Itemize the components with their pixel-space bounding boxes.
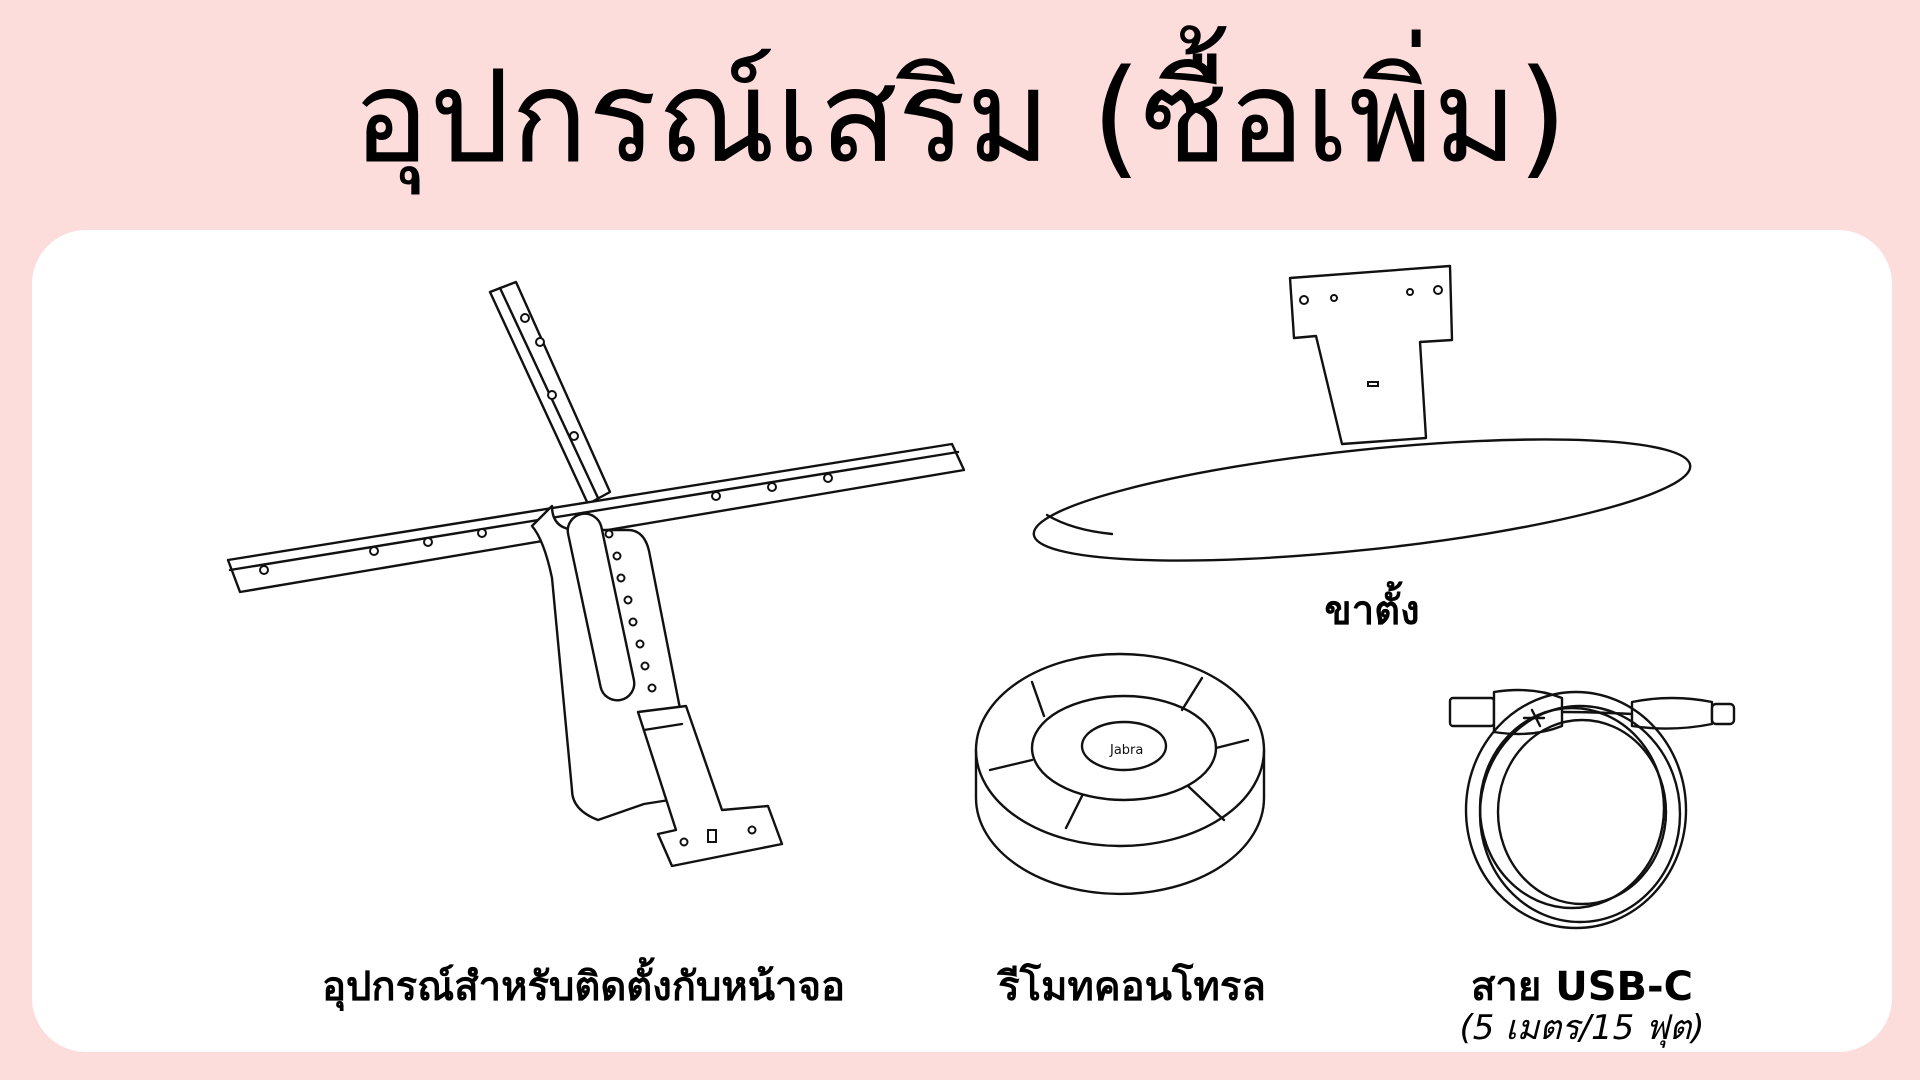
monitor-mount-label: อุปกรณ์สำหรับติดตั้งกับหน้าจอ	[322, 964, 846, 1010]
table-stand-illustration	[1032, 264, 1692, 562]
remote-control-label: รีโมทคอนโทรล	[998, 964, 1266, 1010]
table-stand-label: ขาตั้ง	[1324, 588, 1420, 634]
page-title: อุปกรณ์เสริม (ซื้อเพิ่ม)	[352, 43, 1568, 192]
usb-c-cable-label: สาย USB-C	[1471, 964, 1693, 1010]
remote-brand-text: Jabra	[1109, 743, 1143, 758]
remote-control-illustration: Jabra	[974, 652, 1266, 896]
usb-c-cable-illustration	[1448, 688, 1736, 930]
usb-c-cable-length: (5 เมตร/15 ฟุต)	[1459, 1008, 1705, 1048]
accessories-card: Jabra อุปกรณ์สำหรับติดตั้งกับหน้าจอ ขาตั…	[32, 230, 1892, 1052]
accessories-illustration: Jabra	[226, 264, 1736, 930]
monitor-mount-bracket-illustration	[226, 280, 966, 868]
